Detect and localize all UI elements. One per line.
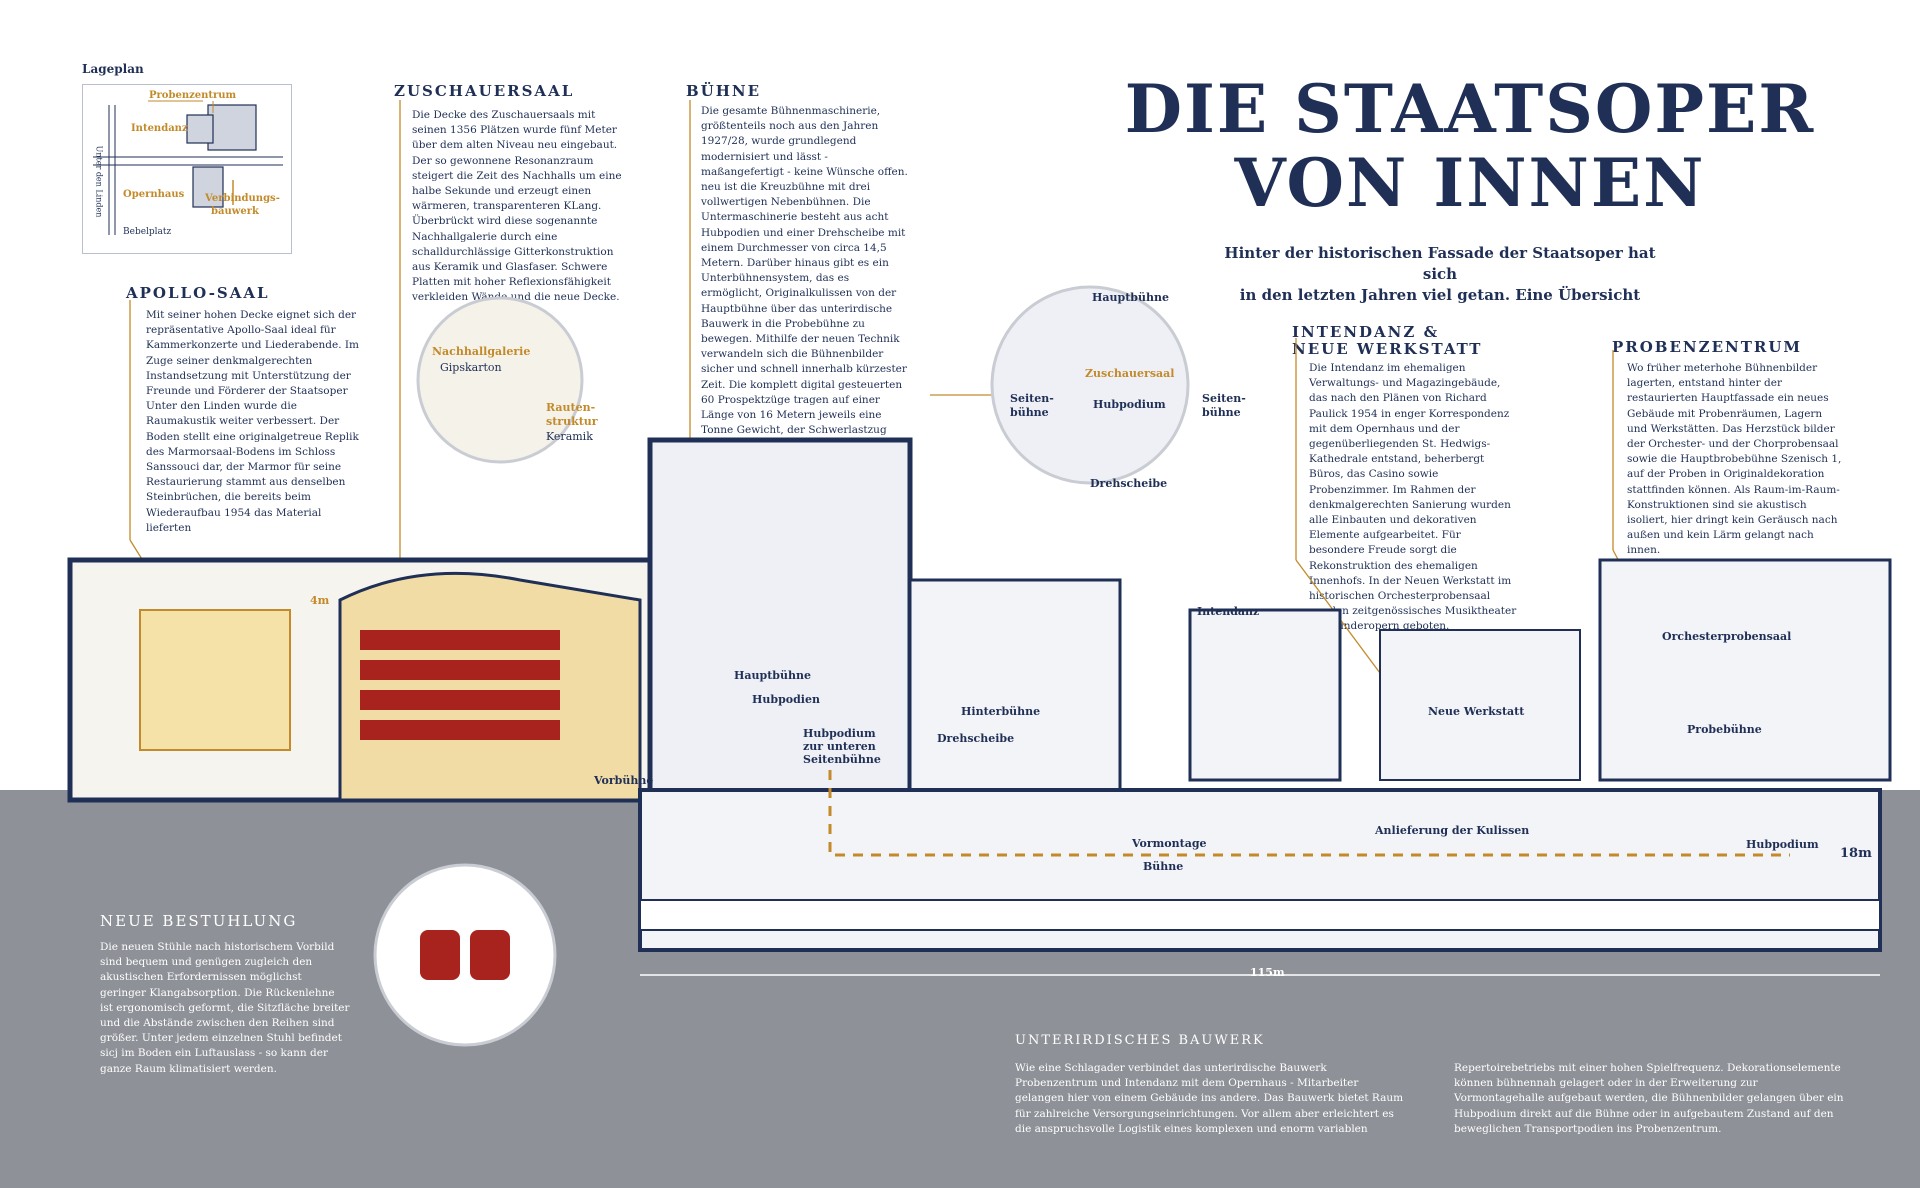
label-hubpodium-right: Hubpodium xyxy=(1746,838,1819,851)
label-hubpodien: Hubpodien xyxy=(752,693,820,706)
lageplan-opernhaus: Opernhaus xyxy=(123,189,185,200)
intendanz-text: Die Intendanz im ehemaligen Verwaltungs-… xyxy=(1309,362,1517,633)
bestuhlung-text: Die neuen Stühle nach historischem Vorbi… xyxy=(100,941,350,1075)
unterirdisch-text-col2: Repertoirebetriebs mit einer hohen Spiel… xyxy=(1454,1062,1844,1135)
lageplan-intendanz: Intendanz xyxy=(131,123,188,134)
apollo-text: Mit seiner hohen Decke eignet sich der r… xyxy=(146,309,359,534)
stage-inset-hubpodium: Hubpodium xyxy=(1093,398,1166,411)
intendanz-title: INTENDANZ & NEUE WERKSTATT xyxy=(1292,324,1482,358)
lageplan-verbindungsbauwerk-2: bauwerk xyxy=(211,206,259,217)
page-subtitle: Hinter der historischen Fassade der Staa… xyxy=(1215,243,1665,306)
label-hubpodium-3: Seitenbühne xyxy=(803,753,881,766)
zuschauersaal-title: ZUSCHAUERSAAL xyxy=(394,82,575,100)
label-hinterbuehne: Hinterbühne xyxy=(961,705,1041,718)
inset-gipskarton: Gipskarton xyxy=(440,361,502,374)
label-hubpodium-1: Hubpodium xyxy=(803,727,876,740)
bestuhlung-title: NEUE BESTUHLUNG xyxy=(100,912,298,930)
probenzentrum-text: Wo früher meterhohe Bühnenbilder lagerte… xyxy=(1627,362,1842,557)
buehne-text: Die gesamte Bühnenmaschinerie, größtente… xyxy=(701,105,908,451)
title-line-2: VON INNEN xyxy=(1234,144,1706,222)
stage-inset-seiten-left-2: bühne xyxy=(1010,406,1049,419)
label-neue-werkstatt: Neue Werkstatt xyxy=(1428,705,1525,718)
lageplan-bebelplatz: Bebelplatz xyxy=(123,227,172,237)
stage-inset-seiten-right-2: bühne xyxy=(1202,406,1241,419)
subtitle-line-2: in den letzten Jahren viel getan. Eine Ü… xyxy=(1239,286,1641,304)
stage-inset-seiten-right-1: Seiten- xyxy=(1202,392,1246,405)
probenzentrum-title: PROBENZENTRUM xyxy=(1612,338,1803,356)
label-115m: 115m xyxy=(1250,966,1285,979)
lageplan-heading: Lageplan xyxy=(82,62,144,76)
buehne-title: BÜHNE xyxy=(686,82,762,100)
stage-inset-drehscheibe: Drehscheibe xyxy=(1090,477,1168,490)
inset-rautenstruktur-1: Rauten- xyxy=(546,401,596,414)
unterirdisch-text-col1: Wie eine Schlagader verbindet das unteri… xyxy=(1015,1062,1404,1135)
apollo-title: APOLLO-SAAL xyxy=(126,284,270,302)
inset-nachhallgalerie: Nachhallgalerie xyxy=(432,345,531,358)
inset-rautenstruktur-2: struktur xyxy=(546,415,598,428)
title-line-1: DIE STAATSOPER xyxy=(1124,70,1816,148)
inset-keramik: Keramik xyxy=(546,430,593,443)
label-18m: 18m xyxy=(1840,846,1872,861)
label-anlieferung: Anlieferung der Kulissen xyxy=(1375,824,1530,837)
lageplan-probenzentrum: Probenzentrum xyxy=(149,90,237,101)
label-vorbuehne: Vorbühne xyxy=(594,774,654,787)
lageplan-verbindungsbauwerk-1: Verbindungs- xyxy=(205,193,280,204)
stage-inset-seiten-left-1: Seiten- xyxy=(1010,392,1054,405)
label-drehscheibe: Drehscheibe xyxy=(937,732,1015,745)
label-orchesterprobensaal: Orchesterprobensaal xyxy=(1662,630,1792,643)
unterirdisch-title: UNTERIRDISCHES BAUWERK xyxy=(1015,1033,1265,1048)
label-4m: 4m xyxy=(310,594,330,607)
label-hauptbuehne: Hauptbühne xyxy=(734,669,811,682)
zuschauersaal-text: Die Decke des Zuschauersaals mit seinen … xyxy=(412,109,622,304)
lageplan-map: Probenzentrum Intendanz Unter den Linden… xyxy=(82,84,292,254)
label-intendanz: Intendanz xyxy=(1197,605,1260,618)
label-hubpodium-2: zur unteren xyxy=(803,740,876,753)
page-title: DIE STAATSOPER VON INNEN xyxy=(1120,72,1820,220)
lageplan-drawing xyxy=(93,100,283,235)
stage-inset-zuschauersaal: Zuschauersaal xyxy=(1085,367,1175,380)
label-vormontage-2: Bühne xyxy=(1143,860,1184,873)
label-probebuehne: Probebühne xyxy=(1687,723,1762,736)
stage-inset-hauptbuehne: Hauptbühne xyxy=(1092,291,1169,304)
subtitle-line-1: Hinter der historischen Fassade der Staa… xyxy=(1224,244,1656,283)
intendanz-title-1: INTENDANZ & xyxy=(1292,323,1440,341)
label-vormontage-1: Vormontage xyxy=(1132,837,1207,850)
intendanz-title-2: NEUE WERKSTATT xyxy=(1292,340,1483,358)
